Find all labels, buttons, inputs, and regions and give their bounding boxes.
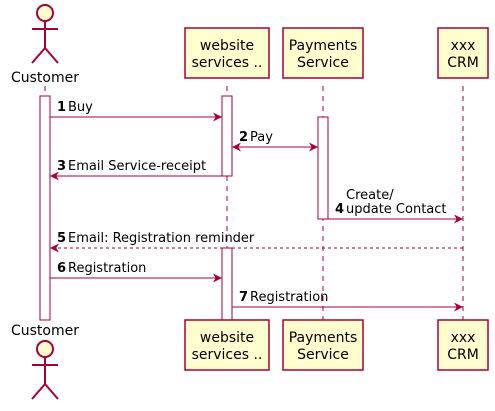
participant-name: Service [297,55,349,71]
message-number: 6 [57,261,66,276]
message-number: 2 [239,130,248,145]
participant-box [184,27,270,79]
actor-customer-bottom: Customer [11,323,79,400]
actor-name: Customer [11,70,79,86]
message-number: 1 [57,100,66,115]
actor-name: Customer [11,323,79,339]
message-label: Registration [68,261,146,276]
message-label: Create/ [346,188,394,203]
message-label: Email: Registration reminder [68,231,255,246]
participant-name: services .. [192,347,263,363]
participant-name: xxx [451,38,476,54]
message-label: Buy [68,100,93,115]
activation-bars [39,95,329,321]
participant-name: Payments [289,38,358,54]
message-number: 4 [335,202,344,217]
participant-name: Service [297,347,349,363]
actor-body-icon [31,357,59,400]
activation-bar-website [221,247,233,321]
participant-name: xxx [451,330,476,346]
activation-bar-customer [39,95,51,321]
participant-box [437,27,489,79]
actor-body-icon [31,21,59,64]
participant-name: services .. [192,55,263,71]
participant-box [282,27,364,79]
actor-head-icon [36,340,54,358]
participant-box [282,319,364,371]
message-number: 3 [57,159,66,174]
participant-name: Payments [289,330,358,346]
participant-box [184,319,270,371]
participant-box [437,319,489,371]
message-label: Registration [250,290,328,305]
participant-name: website [200,330,254,346]
message-label: Pay [250,130,273,145]
participant-name: CRM [447,347,479,363]
activation-bar-payments [317,116,329,220]
message-label: update Contact [346,202,447,217]
activation-bar-website [221,95,233,177]
message-number: 5 [57,231,66,246]
actor-head-icon [36,4,54,22]
participant-name: website [200,38,254,54]
participant-name: CRM [447,55,479,71]
actor-customer-top: Customer [11,4,79,86]
message-number: 7 [239,290,248,305]
message-label: Email Service-receipt [68,159,206,174]
